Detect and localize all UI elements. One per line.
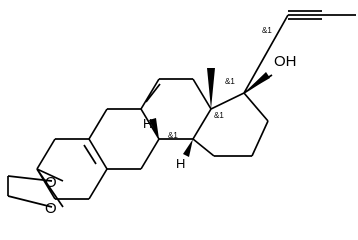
wedge-h-c9 (149, 118, 159, 139)
h-c14-label: H (176, 156, 185, 171)
oh-label: OH (274, 53, 297, 70)
stereo-descriptors: &1 &1 &1 &1 (168, 26, 272, 140)
bond-b4 (140, 138, 160, 170)
wedge-h-c14 (183, 139, 193, 157)
ketal-ring-lower (7, 195, 53, 208)
bond-alkyne-link (243, 14, 289, 94)
bond-c1 (140, 78, 160, 110)
double-bonds (83, 83, 161, 165)
ring-bonds (36, 78, 269, 200)
bond-d1 (210, 92, 245, 110)
bond-a5 (88, 168, 108, 200)
double-bond-c9-c11 (145, 83, 161, 103)
oxygen-lower-label: O (45, 200, 57, 217)
oxygen-upper-label: O (45, 174, 57, 191)
substituent-bonds (7, 10, 356, 208)
bond-a2 (36, 138, 56, 170)
bond-b1 (88, 108, 108, 140)
bond-d3 (251, 120, 269, 157)
bond-ketal-o1 (36, 168, 64, 182)
stereo-descriptor-c8: &1 (168, 131, 178, 140)
stereo-descriptor-c14: &1 (214, 111, 224, 120)
bond-ketal-o2 (36, 168, 64, 208)
ketal-ring-upper (7, 175, 53, 182)
h-c9-label: H (143, 116, 152, 131)
double-bond-c5-c10 (83, 144, 97, 165)
bond-d5 (192, 138, 215, 157)
chemical-structure: OH O O H H &1 &1 &1 &1 (7, 10, 356, 217)
bond-d2 (243, 92, 269, 122)
stereo-descriptor-c17: &1 (262, 26, 272, 35)
stereo-wedges (149, 68, 270, 157)
wedge-oh-c17 (244, 72, 270, 93)
stereo-descriptor-c13: &1 (225, 77, 235, 86)
bond-a6 (88, 138, 108, 170)
bond-c3 (192, 78, 212, 110)
atom-labels: OH O O H H (45, 53, 297, 217)
wedge-methyl-c13 (207, 68, 215, 109)
bond-c4 (192, 108, 212, 140)
bond-b3 (140, 108, 160, 140)
